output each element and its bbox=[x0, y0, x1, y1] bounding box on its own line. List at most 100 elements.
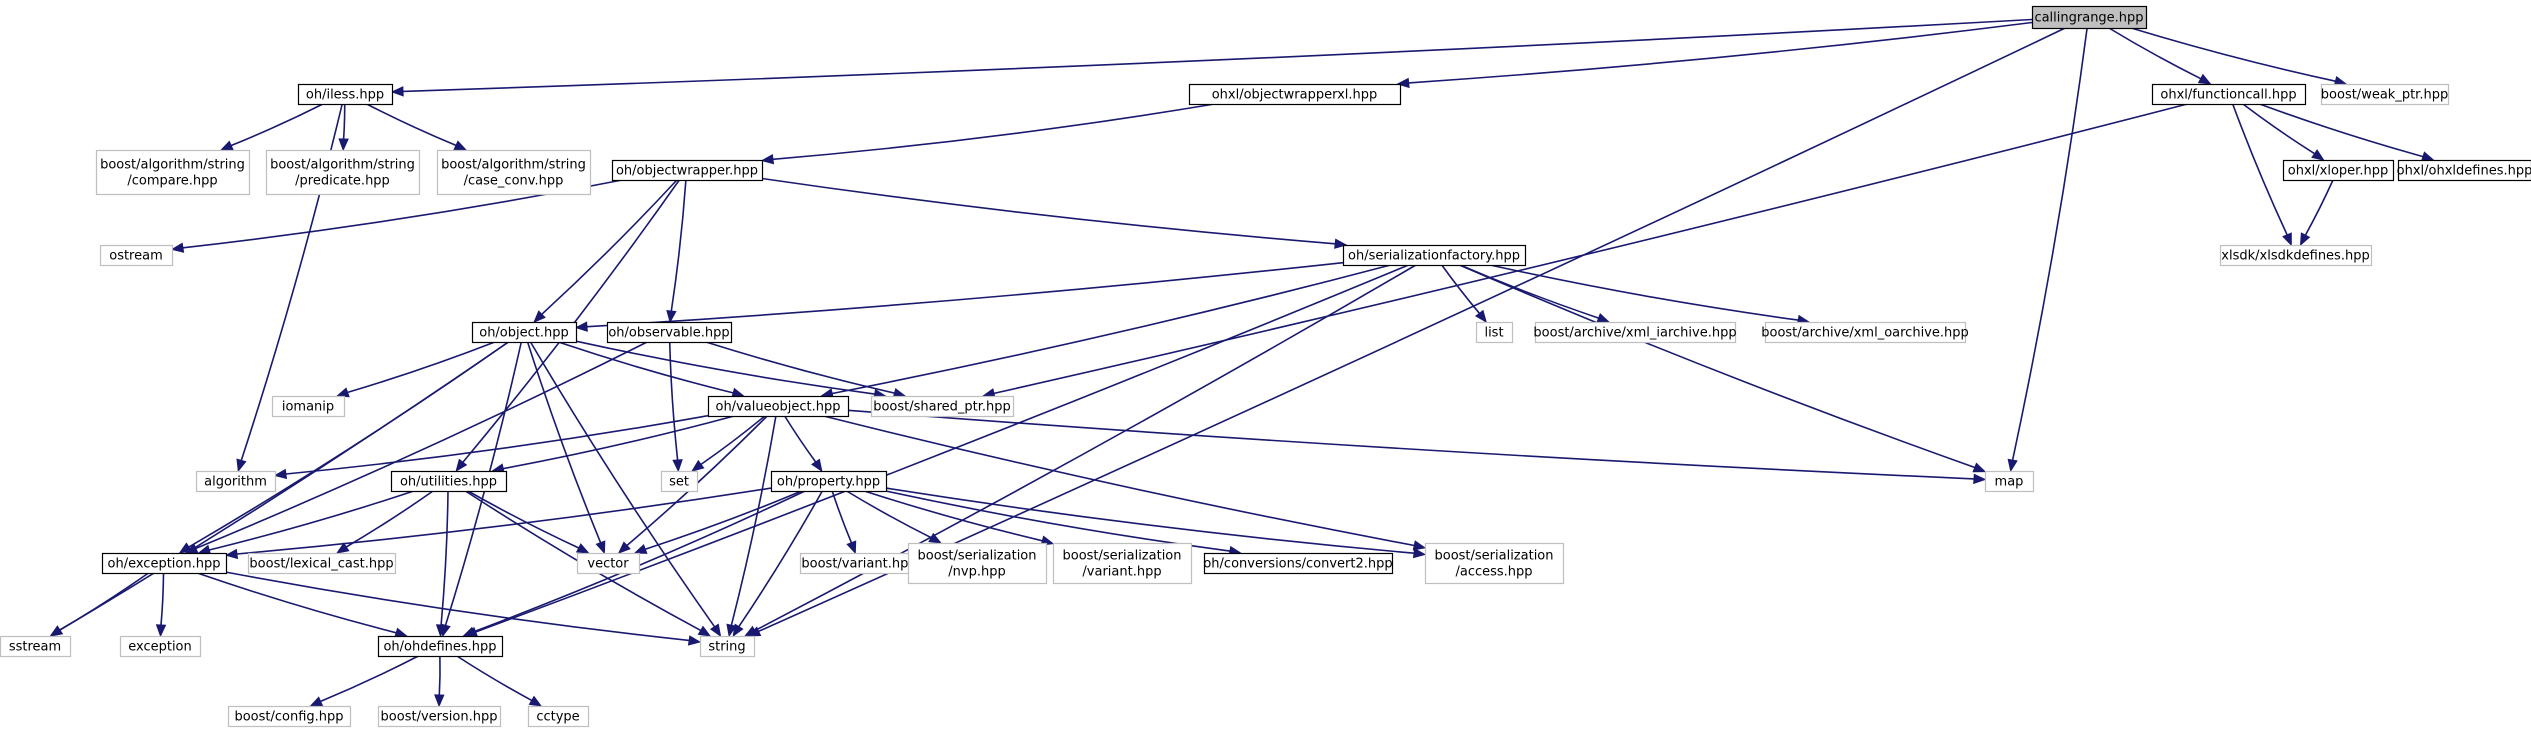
arrowhead-icon bbox=[2007, 458, 2018, 473]
edge-line bbox=[342, 103, 346, 140]
node-oh_property[interactable]: oh/property.hpp bbox=[770, 470, 888, 493]
node-oh_exception[interactable]: oh/exception.hpp bbox=[101, 552, 228, 575]
edge-oh_valueobject-to-vector bbox=[617, 415, 768, 554]
node-oh_serializationfactory[interactable]: oh/serializationfactory.hpp bbox=[1342, 244, 1527, 267]
edge-line bbox=[993, 103, 2188, 395]
edge-line bbox=[285, 414, 709, 475]
node-oh_iless[interactable]: oh/iless.hpp bbox=[297, 83, 394, 106]
node-label: oh/object.hpp bbox=[479, 326, 569, 341]
node-label: xlsdk/xlsdkdefines.hpp bbox=[2221, 249, 2369, 264]
arrowhead-icon bbox=[666, 310, 677, 324]
node-box bbox=[271, 395, 346, 418]
node-boost_ser_variant: boost/serialization/variant.hpp bbox=[1052, 542, 1193, 585]
edge-line bbox=[1441, 264, 1481, 314]
arrowhead-icon bbox=[1475, 309, 1488, 324]
edge-oh_observable-to-boost_shared_ptr bbox=[705, 341, 907, 399]
node-box bbox=[471, 321, 578, 344]
node-box bbox=[1188, 83, 1402, 106]
node-oh_utilities[interactable]: oh/utilities.hpp bbox=[390, 470, 508, 493]
arrowhead-icon bbox=[575, 543, 590, 554]
edge-line bbox=[320, 655, 419, 703]
node-boost_alg_case_conv: boost/algorithm/string/case_conv.hpp bbox=[436, 149, 592, 196]
node-label: oh/serializationfactory.hpp bbox=[1348, 249, 1520, 264]
node-ohxl_xloper[interactable]: ohxl/xloper.hpp bbox=[2282, 159, 2395, 182]
edge-line bbox=[160, 572, 165, 626]
node-label: boost/serialization bbox=[1434, 549, 1553, 564]
node-oh_objectwrapper[interactable]: oh/objectwrapper.hpp bbox=[611, 159, 764, 182]
node-boost_xml_oarchive: boost/archive/xml_oarchive.hpp bbox=[1761, 321, 1969, 344]
node-oh_ohdefines[interactable]: oh/ohdefines.hpp bbox=[377, 635, 504, 658]
node-oh_observable[interactable]: oh/observable.hpp bbox=[606, 321, 733, 344]
edge-callingrange-to-oh_iless bbox=[390, 18, 2033, 97]
node-label: /nvp.hpp bbox=[948, 565, 1005, 580]
arrowhead-icon bbox=[434, 694, 445, 708]
node-oh_valueobject[interactable]: oh/valueobject.hpp bbox=[707, 395, 850, 418]
node-label: string bbox=[708, 640, 745, 655]
node-label: /predicate.hpp bbox=[295, 174, 390, 189]
node-ohxl_ohxldefines[interactable]: ohxl/ohxldefines.hpp bbox=[2397, 159, 2531, 182]
arrowhead-icon bbox=[595, 540, 606, 555]
edge-line bbox=[2108, 27, 2202, 80]
edge-oh_object-to-iomanip bbox=[335, 341, 496, 398]
node-box bbox=[265, 149, 421, 196]
edge-oh_utilities-to-oh_ohdefines bbox=[435, 490, 449, 638]
arrowhead-icon bbox=[394, 627, 408, 638]
node-ohxl_functioncall[interactable]: ohxl/functioncall.hpp bbox=[2151, 83, 2307, 106]
edge-oh_serializationfactory-to-string bbox=[743, 264, 1417, 637]
edge-line bbox=[2011, 27, 2088, 461]
edge-oh_property-to-boost_variant bbox=[831, 490, 857, 555]
node-box bbox=[377, 635, 504, 658]
node-box bbox=[297, 83, 394, 106]
edge-line bbox=[225, 571, 690, 642]
edge-line bbox=[738, 490, 823, 628]
edge-oh_serializationfactory-to-oh_valueobject bbox=[820, 264, 1391, 399]
arrowhead-icon bbox=[709, 623, 722, 638]
node-box bbox=[907, 542, 1048, 585]
edge-line bbox=[188, 341, 509, 548]
node-label: boost/version.hpp bbox=[381, 710, 498, 725]
node-box bbox=[0, 635, 72, 658]
edge-line bbox=[2259, 103, 2424, 158]
node-label: boost/algorithm/string bbox=[441, 158, 586, 173]
node-label: cctype bbox=[536, 710, 579, 725]
edge-line bbox=[230, 103, 324, 147]
arrowhead-icon bbox=[1973, 473, 1987, 485]
node-label: callingrange.hpp bbox=[2034, 11, 2143, 26]
node-label: boost/algorithm/string bbox=[100, 158, 245, 173]
edge-line bbox=[832, 264, 1391, 395]
arrowhead-icon bbox=[1412, 547, 1427, 559]
edge-line bbox=[700, 415, 766, 466]
node-box bbox=[527, 705, 590, 728]
node-box bbox=[99, 244, 174, 267]
edge-oh_iless-to-boost_alg_compare bbox=[220, 103, 324, 151]
edge-oh_property-to-vector bbox=[633, 490, 802, 554]
edge-line bbox=[473, 490, 806, 633]
node-box bbox=[436, 149, 592, 196]
edge-line bbox=[575, 340, 875, 395]
edge-line bbox=[526, 341, 602, 544]
node-cctype: cctype bbox=[527, 705, 590, 728]
node-box bbox=[2151, 83, 2307, 106]
node-oh_conversions_convert2[interactable]: oh/conversions/convert2.hpp bbox=[1203, 552, 1394, 575]
arrowhead-icon bbox=[617, 541, 631, 554]
node-label: algorithm bbox=[204, 475, 267, 490]
node-box bbox=[1424, 542, 1565, 585]
node-box bbox=[2397, 159, 2531, 182]
node-box bbox=[227, 705, 352, 728]
node-label: ohxl/functioncall.hpp bbox=[2160, 88, 2296, 103]
edge-oh_object-to-string bbox=[529, 341, 722, 638]
node-label: boost/serialization bbox=[1062, 549, 1181, 564]
node-vector: vector bbox=[576, 552, 641, 575]
edge-oh_objectwrapper-to-oh_object bbox=[533, 179, 678, 323]
arrowhead-icon bbox=[335, 387, 350, 398]
arrowhead-icon bbox=[697, 625, 712, 637]
edge-callingrange-to-map bbox=[2007, 27, 2088, 473]
edge-line bbox=[366, 103, 457, 147]
arrowhead-icon bbox=[574, 321, 588, 332]
node-boost_version: boost/version.hpp bbox=[377, 705, 502, 728]
node-ohxl_objectwrapperxl[interactable]: ohxl/objectwrapperxl.hpp bbox=[1188, 83, 1402, 106]
edge-oh_ohdefines-to-boost_version bbox=[434, 655, 445, 708]
node-oh_object[interactable]: oh/object.hpp bbox=[471, 321, 578, 344]
node-box bbox=[660, 470, 699, 493]
node-callingrange[interactable]: callingrange.hpp bbox=[2031, 5, 2148, 30]
